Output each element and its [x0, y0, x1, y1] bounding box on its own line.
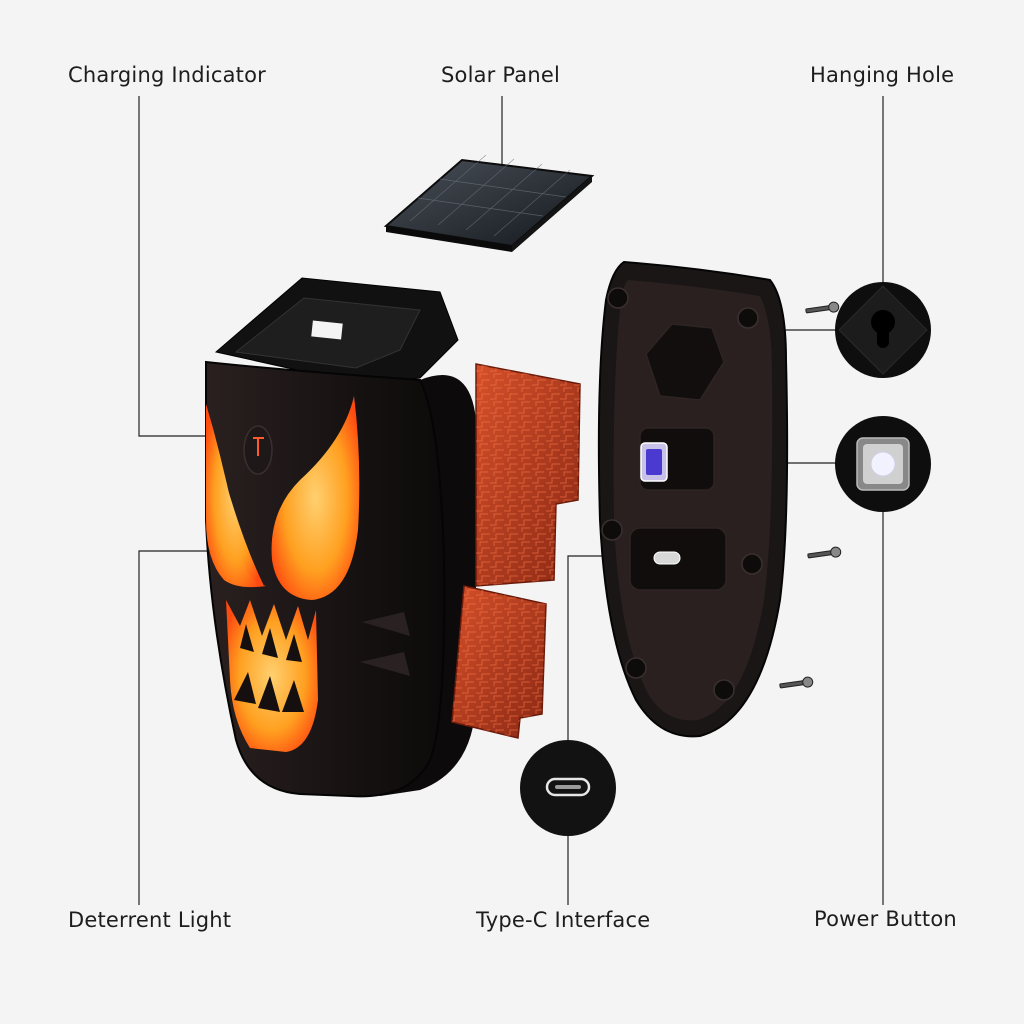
screws	[779, 301, 842, 689]
label-power-button: Power Button	[814, 907, 957, 931]
back-plate-part	[597, 260, 789, 738]
keyhole-icon	[835, 282, 931, 378]
pcb-boards	[451, 363, 581, 739]
solar-panel-part	[383, 154, 595, 252]
usb-c-port-icon	[520, 740, 616, 836]
leader-deterrent-light	[138, 550, 230, 905]
power-button-icon	[835, 416, 931, 512]
label-hanging-hole: Hanging Hole	[810, 63, 955, 87]
right-eye-glow	[271, 396, 360, 600]
label-solar-panel: Solar Panel	[441, 63, 561, 87]
label-deterrent-light: Deterrent Light	[68, 908, 232, 932]
label-charging-indicator: Charging Indicator	[68, 63, 266, 87]
front-housing-part	[205, 277, 476, 798]
label-type-c-interface: Type-C Interface	[476, 908, 651, 932]
